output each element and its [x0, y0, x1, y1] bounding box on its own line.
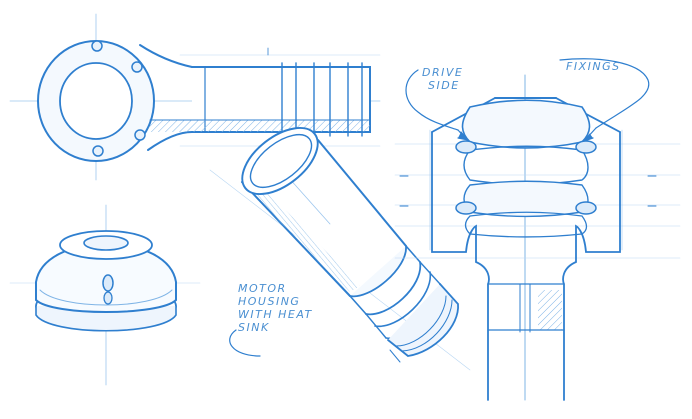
label-sink: SINK: [238, 321, 270, 334]
label-fixings: FIXINGS: [566, 60, 621, 73]
label-housing: HOUSING: [238, 295, 300, 308]
motor-housing-perspective: [209, 126, 471, 371]
label-motor: MOTOR: [238, 282, 287, 295]
annotation-leaders: [229, 58, 650, 357]
label-side: SIDE: [428, 79, 460, 92]
label-with-heat: WITH HEAT: [238, 308, 313, 321]
ring-perspective-view: [9, 204, 201, 386]
annotation-text: DRIVE SIDE FIXINGS MOTOR HOUSING WITH HE…: [238, 60, 621, 334]
label-drive: DRIVE: [422, 66, 463, 79]
front-elevation-view: [394, 74, 681, 401]
side-view-ring-tube: [9, 13, 381, 181]
